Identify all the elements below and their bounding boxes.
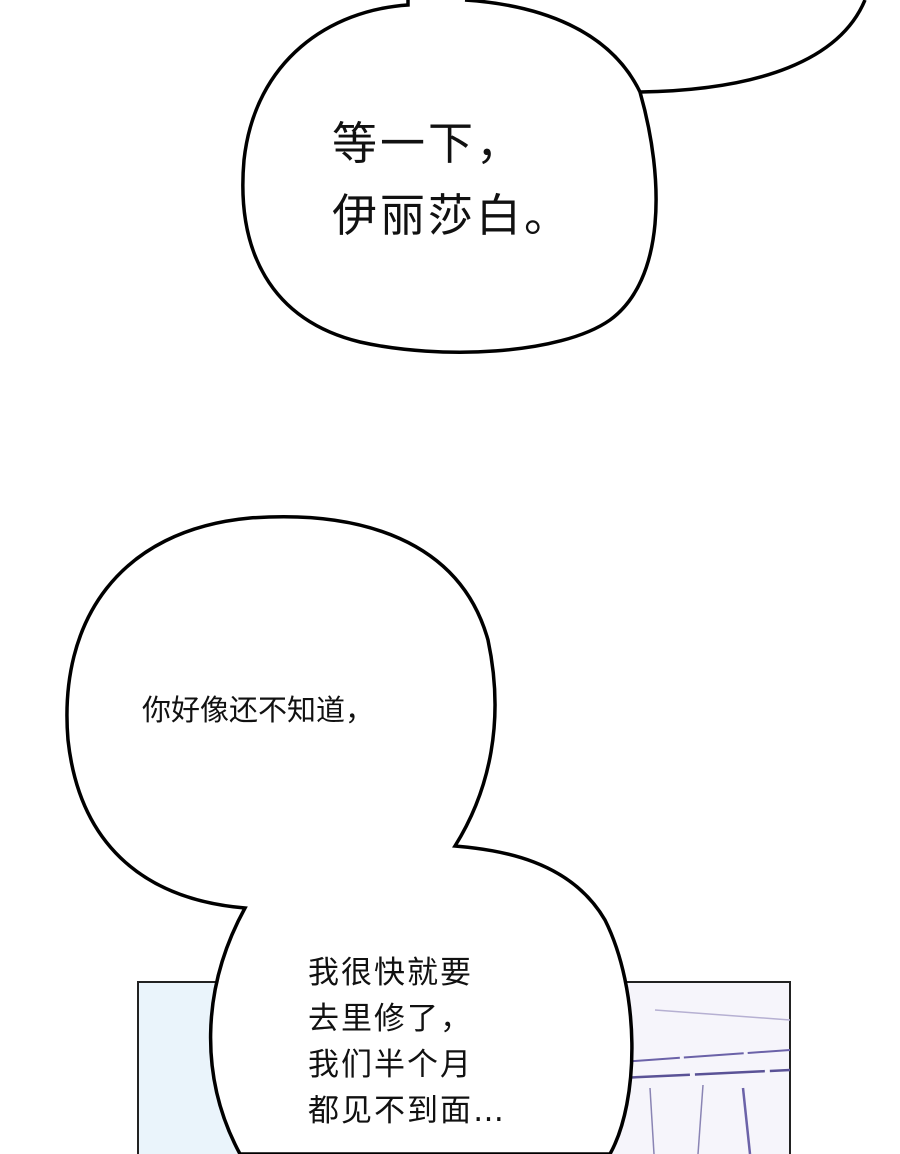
bubble-2-line-1: 你好像还不知道， (142, 693, 375, 727)
bubble-2-text: 你好像还不知道， (142, 690, 374, 730)
speech-bubble-2-3 (65, 515, 634, 1154)
bubble-1-text: 等一下， 伊丽莎白。 (332, 108, 572, 252)
bubble-1-line-1: 等一下， (332, 117, 525, 170)
top-right-bubble-fragment (639, 0, 867, 94)
bubble-3-line-2: 去里修了， (308, 1001, 473, 1037)
bubble-3-line-3: 我们半个月 (308, 1047, 473, 1083)
bubble-3-line-4: 都见不到面… (308, 1093, 506, 1129)
bubble-3-line-1: 我很快就要 (308, 955, 473, 991)
speech-bubble-1 (241, 0, 658, 354)
bubble-1-line-2: 伊丽莎白。 (332, 189, 573, 242)
bubble-3-text: 我很快就要去里修了， 我们半个月都见不到面… (308, 950, 506, 1134)
